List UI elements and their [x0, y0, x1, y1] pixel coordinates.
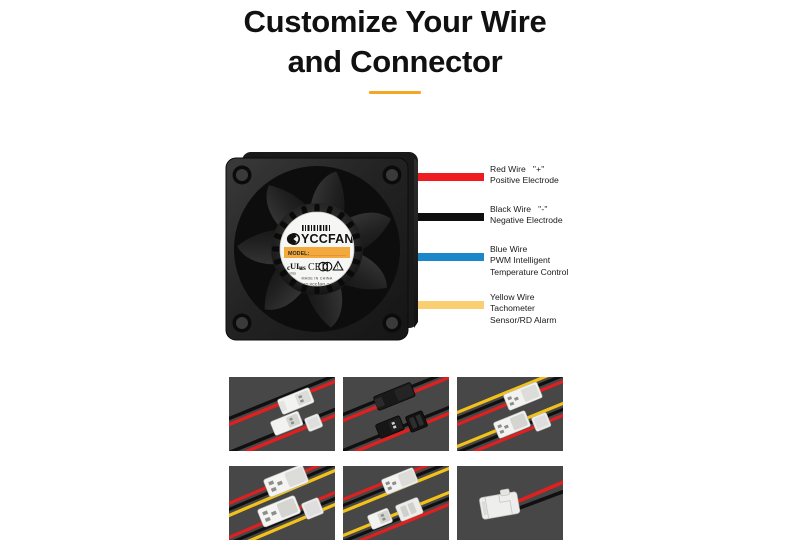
red-wire-name: Red Wire: [490, 164, 526, 174]
blue-wire-label: Blue Wire PWM Intelligent Temperature Co…: [490, 244, 700, 278]
connector-body-upper: [277, 387, 315, 415]
svg-text:CE: CE: [308, 262, 321, 273]
connector-photo-grid: [229, 377, 563, 542]
yellow-wire-desc-2: Sensor/RD Alarm: [490, 314, 557, 325]
connector-tile-1[interactable]: [229, 377, 335, 451]
connector-tile-2[interactable]: [343, 377, 449, 451]
connector-body-upper: [381, 467, 419, 495]
connector-body-lower: [270, 411, 304, 436]
black-wire-label: Black Wire "-" Negative Electrode: [490, 204, 700, 227]
connector-body-single: [479, 488, 521, 520]
red-wire-sign: "+": [532, 164, 545, 174]
connector-body-loose: [301, 497, 324, 520]
connector-body-lower: [375, 415, 405, 439]
connector-body-loose: [304, 413, 323, 432]
connector-body-upper: [503, 381, 543, 411]
svg-text:c: c: [287, 264, 291, 272]
blue-wire-desc-2: Temperature Control: [490, 266, 569, 277]
fan-hub-vents: [272, 204, 362, 294]
fan-hub-label: YCCFAN MODEL: c UL us LISTED CE ! MADE I…: [280, 212, 354, 287]
black-wire-name: Black Wire: [490, 204, 532, 214]
red-wire-label: Red Wire "+" Positive Electrode: [490, 164, 700, 187]
connector-tile-4[interactable]: [229, 466, 335, 540]
black-wire-swatch: [418, 213, 484, 221]
svg-text:LISTED: LISTED: [287, 272, 296, 276]
connector-tile-5[interactable]: [343, 466, 449, 540]
fan-mounting-holes: [232, 165, 402, 333]
blue-wire-desc-1: PWM Intelligent: [490, 255, 551, 266]
page-header: Customize Your Wire and Connector: [0, 0, 790, 95]
yellow-wire-desc-1: Tachometer: [490, 303, 535, 314]
red-wire-desc: Positive Electrode: [490, 175, 559, 186]
fan-hub-center-shade: [279, 211, 355, 287]
fan-brand-text: YCCFAN: [301, 232, 354, 246]
blue-wire-name: Blue Wire: [490, 244, 528, 254]
fan-origin-text: MADE IN CHINA: [301, 277, 332, 281]
svg-text:!: !: [337, 265, 339, 271]
yellow-wire-label: Yellow Wire Tachometer Sensor/RD Alarm: [490, 292, 700, 326]
connector-body-lower: [367, 508, 393, 530]
yellow-wire-name: Yellow Wire: [490, 292, 535, 302]
fan-website-text: www.yccfan.com: [297, 282, 337, 287]
connector-body-loose: [405, 410, 428, 433]
page-title: Customize Your Wire and Connector: [0, 0, 790, 81]
blue-wire-swatch: [418, 253, 484, 261]
fan-certification-marks: c UL us LISTED CE !: [287, 260, 344, 276]
connector-body-upper: [263, 466, 309, 498]
black-wire-desc: Negative Electrode: [490, 215, 563, 226]
connector-body-upper: [373, 382, 416, 411]
page-title-line-2: and Connector: [287, 43, 503, 79]
connector-body-lower: [257, 495, 301, 528]
black-wire-sign: "-": [538, 204, 548, 214]
svg-text:us: us: [299, 264, 306, 272]
svg-text:UL: UL: [290, 261, 302, 271]
connector-body-loose: [531, 412, 552, 432]
fan-model-label: MODEL:: [288, 251, 309, 257]
fan-product-image: YCCFAN MODEL: c UL us LISTED CE ! MADE I…: [218, 146, 428, 354]
fan-label-barcode: [302, 225, 330, 231]
connector-body-loose: [395, 497, 424, 522]
page-title-line-1: Customize Your Wire: [243, 4, 547, 39]
title-underline-accent: [369, 91, 421, 95]
connector-tile-6[interactable]: [457, 466, 563, 540]
connector-body-lower: [493, 410, 531, 439]
red-wire-swatch: [418, 173, 484, 181]
yellow-wire-swatch: [418, 301, 484, 309]
connector-tile-3[interactable]: [457, 377, 563, 451]
